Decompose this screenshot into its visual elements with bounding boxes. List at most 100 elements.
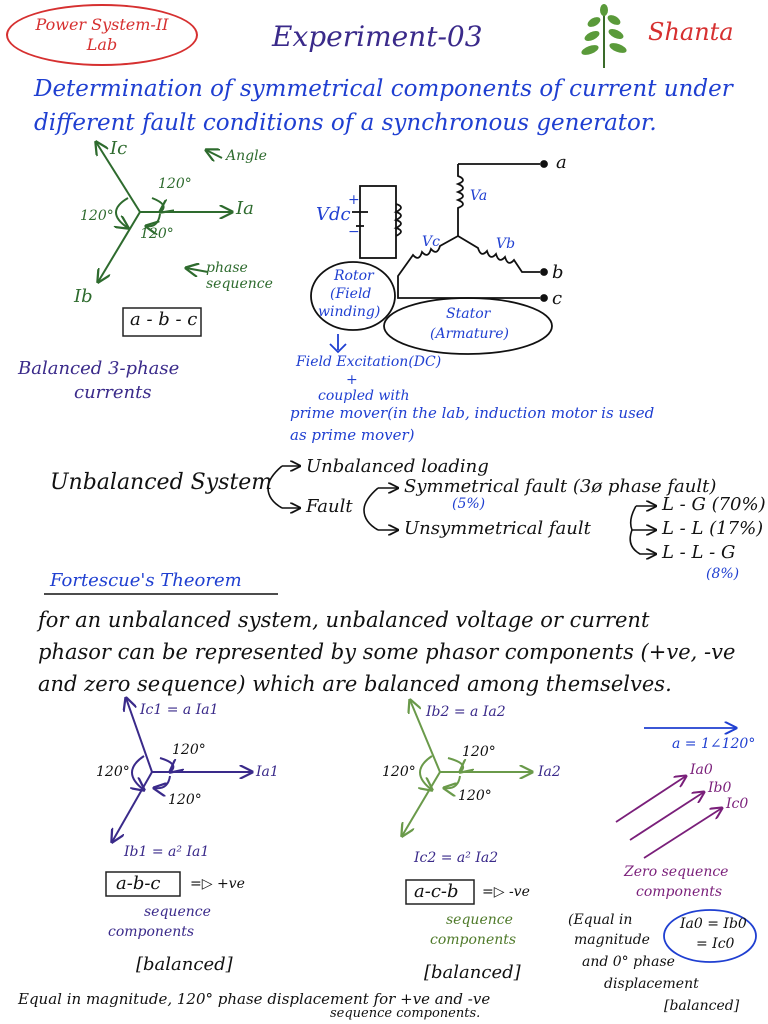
label-ib2: Ib2 = a Ia2 [426,704,506,720]
generator-schematic [310,160,553,355]
phasor-diagram-negative [402,700,532,836]
label-ic2: Ic2 = a² Ia2 [414,850,499,866]
field-excitation: Field Excitation(DC) [296,354,442,370]
angle-note: Angle [226,148,267,164]
angle-top: 120° [158,176,192,192]
experiment-title: Experiment-03 [272,20,483,53]
sequence-box-abc [122,307,202,337]
tree-symmetrical: Symmetrical fault (3ø phase fault) [404,476,717,497]
label-ib0: Ib0 [708,780,732,796]
tree-lg: L - G (70%) [662,494,766,515]
label-ic0: Ic0 [726,796,749,812]
tree-unbalanced-loading: Unbalanced loading [306,456,489,477]
lab-title: Power System-II [35,15,169,34]
label-ia2: Ia2 [538,764,561,780]
zero-eq-2: magnitude [574,932,650,948]
phasor-diagram-positive [112,698,252,842]
label-plus: + [348,192,360,208]
label-ia: Ia [236,198,254,219]
label-vdc: Vdc [316,204,351,225]
terminal-a: a [556,152,567,173]
label-va: Va [470,188,488,204]
pos-balanced: [balanced] [136,954,233,975]
sequence-abc-text: a - b - c [130,309,198,330]
stator-label-1: Stator [446,306,491,322]
coupled-with: coupled with [318,388,410,404]
tree-unsymmetrical: Unsymmetrical fault [404,518,591,539]
zero-equality-1: Ia0 = Ib0 [680,916,747,932]
stator-label-2: (Armature) [430,326,509,342]
label-ia0: Ia0 [690,762,713,778]
footer-line-1: Equal in magnitude, 120° phase displacem… [18,990,491,1008]
pos-angle-left: 120° [96,764,130,780]
rotor-label-3: winding) [318,304,381,320]
neg-balanced: [balanced] [424,962,521,983]
tree-root: Unbalanced System [50,470,273,495]
pos-angle-bottom: 120° [168,792,202,808]
phasor-diagram-zero [615,776,722,859]
zero-equality-2: = Ic0 [696,936,735,952]
prime-mover-line-2: as prime mover) [290,426,415,444]
sequence-box-negative [405,879,475,905]
prime-mover-line-1: prime mover(in the lab, induction motor … [290,404,655,422]
objective-line-2: different fault conditions of a synchron… [34,110,657,136]
zero-caption-1: Zero sequence [624,864,729,880]
pos-angle-top: 120° [172,742,206,758]
tree-fault: Fault [306,496,353,517]
neg-caption-1: sequence [446,912,513,928]
theorem-line-3: and zero sequence) which are balanced am… [38,672,672,696]
tree-llg: L - L - G [662,542,736,563]
neg-arrow-note: =▷ -ve [482,884,530,900]
tree-llg-pct: (8%) [706,566,740,582]
zero-caption-2: components [636,884,723,900]
pos-caption-1: sequence [144,904,211,920]
label-vb: Vb [496,236,516,252]
neg-caption-2: components [430,932,517,948]
phase-sequence-note: phase sequence [206,260,273,292]
terminal-c: c [552,288,563,309]
pos-seq-box-text: a-b-c [116,873,161,894]
phasor-diagram-balanced [96,142,232,282]
label-ic1: Ic1 = a Ia1 [140,702,219,718]
neg-angle-left: 120° [382,764,416,780]
lab-subtitle: Lab [86,35,118,54]
footer-line-2: sequence components. [330,1006,481,1021]
theorem-line-2: phasor can be represented by some phasor… [38,640,736,664]
pos-arrow-note: =▷ +ve [190,876,245,892]
phasor-ib [98,211,141,282]
zero-seq-equality-ellipse [663,909,757,963]
rotor-label-1: Rotor [334,268,374,284]
balanced-caption-2: currents [74,382,152,403]
rotor-label-2: (Field [330,286,372,302]
sequence-box-positive [105,871,181,897]
balanced-caption-1: Balanced 3-phase [18,358,180,379]
label-ib: Ib [74,286,93,307]
neg-angle-top: 120° [462,744,496,760]
label-ia1: Ia1 [256,764,279,780]
zero-eq-4: displacement [604,976,699,992]
angle-left: 120° [80,208,114,224]
phasor-ic [96,142,141,213]
pos-caption-2: components [108,924,195,940]
theorem-heading: Fortescue's Theorem [50,570,242,591]
rotor-circle [310,261,396,331]
neg-angle-bottom: 120° [458,788,492,804]
zero-balanced: [balanced] [664,998,740,1014]
label-ic: Ic [110,138,128,159]
terminal-b: b [552,262,564,283]
signature: Shanta [648,18,734,46]
tree-symmetrical-pct: (5%) [452,496,486,512]
angle-bottom: 120° [140,226,174,242]
label-ib1: Ib1 = a² Ia1 [124,844,210,860]
lab-badge: Power System-II Lab [6,4,198,66]
label-vc: Vc [422,234,440,250]
objective-line-1: Determination of symmetrical components … [34,76,733,102]
stator-ellipse [383,297,553,355]
classification-tree [267,466,656,554]
a-operator-def: a = 1∠120° [672,736,756,752]
zero-eq-1: (Equal in [568,912,633,928]
plus-sign: + [346,372,358,388]
tree-ll: L - L (17%) [662,518,764,539]
label-minus: − [348,224,360,240]
